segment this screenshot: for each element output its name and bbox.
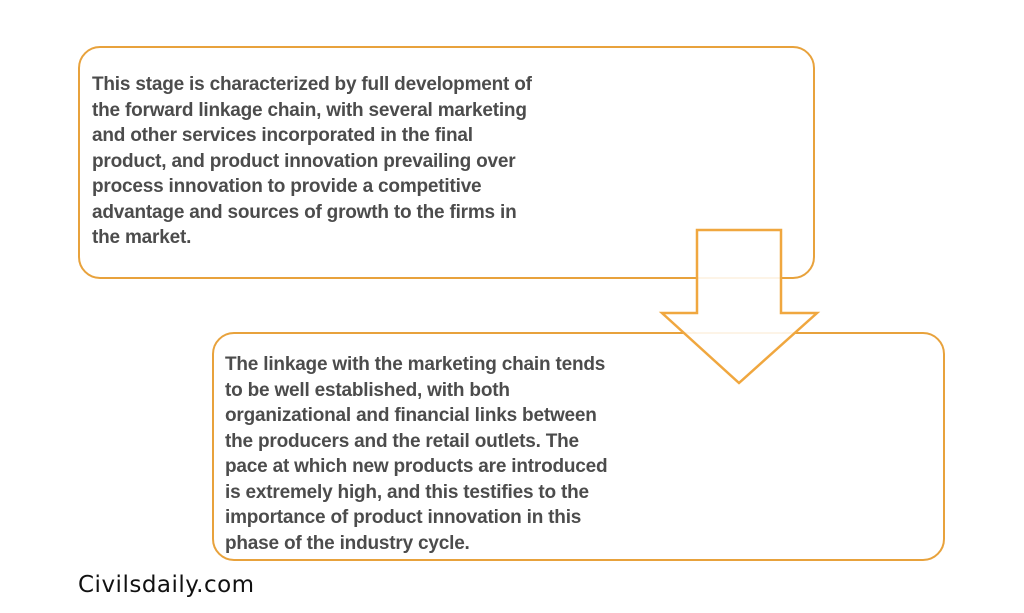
stage-box-lower-text: The linkage with the marketing chain ten… bbox=[225, 352, 608, 556]
text-line: advantage and sources of growth to the f… bbox=[92, 201, 517, 223]
text-line: phase of the industry cycle. bbox=[225, 532, 470, 554]
text-line: pace at which new products are introduce… bbox=[225, 456, 608, 477]
stage-box-upper-text: This stage is characterized by full deve… bbox=[92, 72, 532, 251]
text-line: to be well established, with both bbox=[225, 379, 510, 401]
text-line: the forward linkage chain, with several … bbox=[92, 99, 527, 121]
down-arrow-shape bbox=[658, 228, 821, 385]
text-line: process innovation to provide a competit… bbox=[92, 176, 482, 197]
text-line: the market. bbox=[92, 227, 192, 248]
stage-box-lower bbox=[212, 332, 945, 561]
watermark-logo: Civilsdaily.com bbox=[78, 572, 255, 598]
text-line: the producers and the retail outlets. Th… bbox=[225, 430, 579, 452]
text-line: This stage is characterized by full deve… bbox=[92, 74, 532, 95]
text-line: product, and product innovation prevaili… bbox=[92, 150, 516, 172]
text-line: organizational and financial links betwe… bbox=[225, 405, 597, 426]
text-line: importance of product innovation in this bbox=[225, 507, 582, 528]
stage-box-upper bbox=[78, 46, 815, 279]
down-arrow-icon bbox=[658, 228, 821, 385]
text-line: and other services incorporated in the f… bbox=[92, 125, 473, 146]
text-line: The linkage with the marketing chain ten… bbox=[225, 354, 606, 375]
text-line: is extremely high, and this testifies to… bbox=[225, 481, 589, 503]
